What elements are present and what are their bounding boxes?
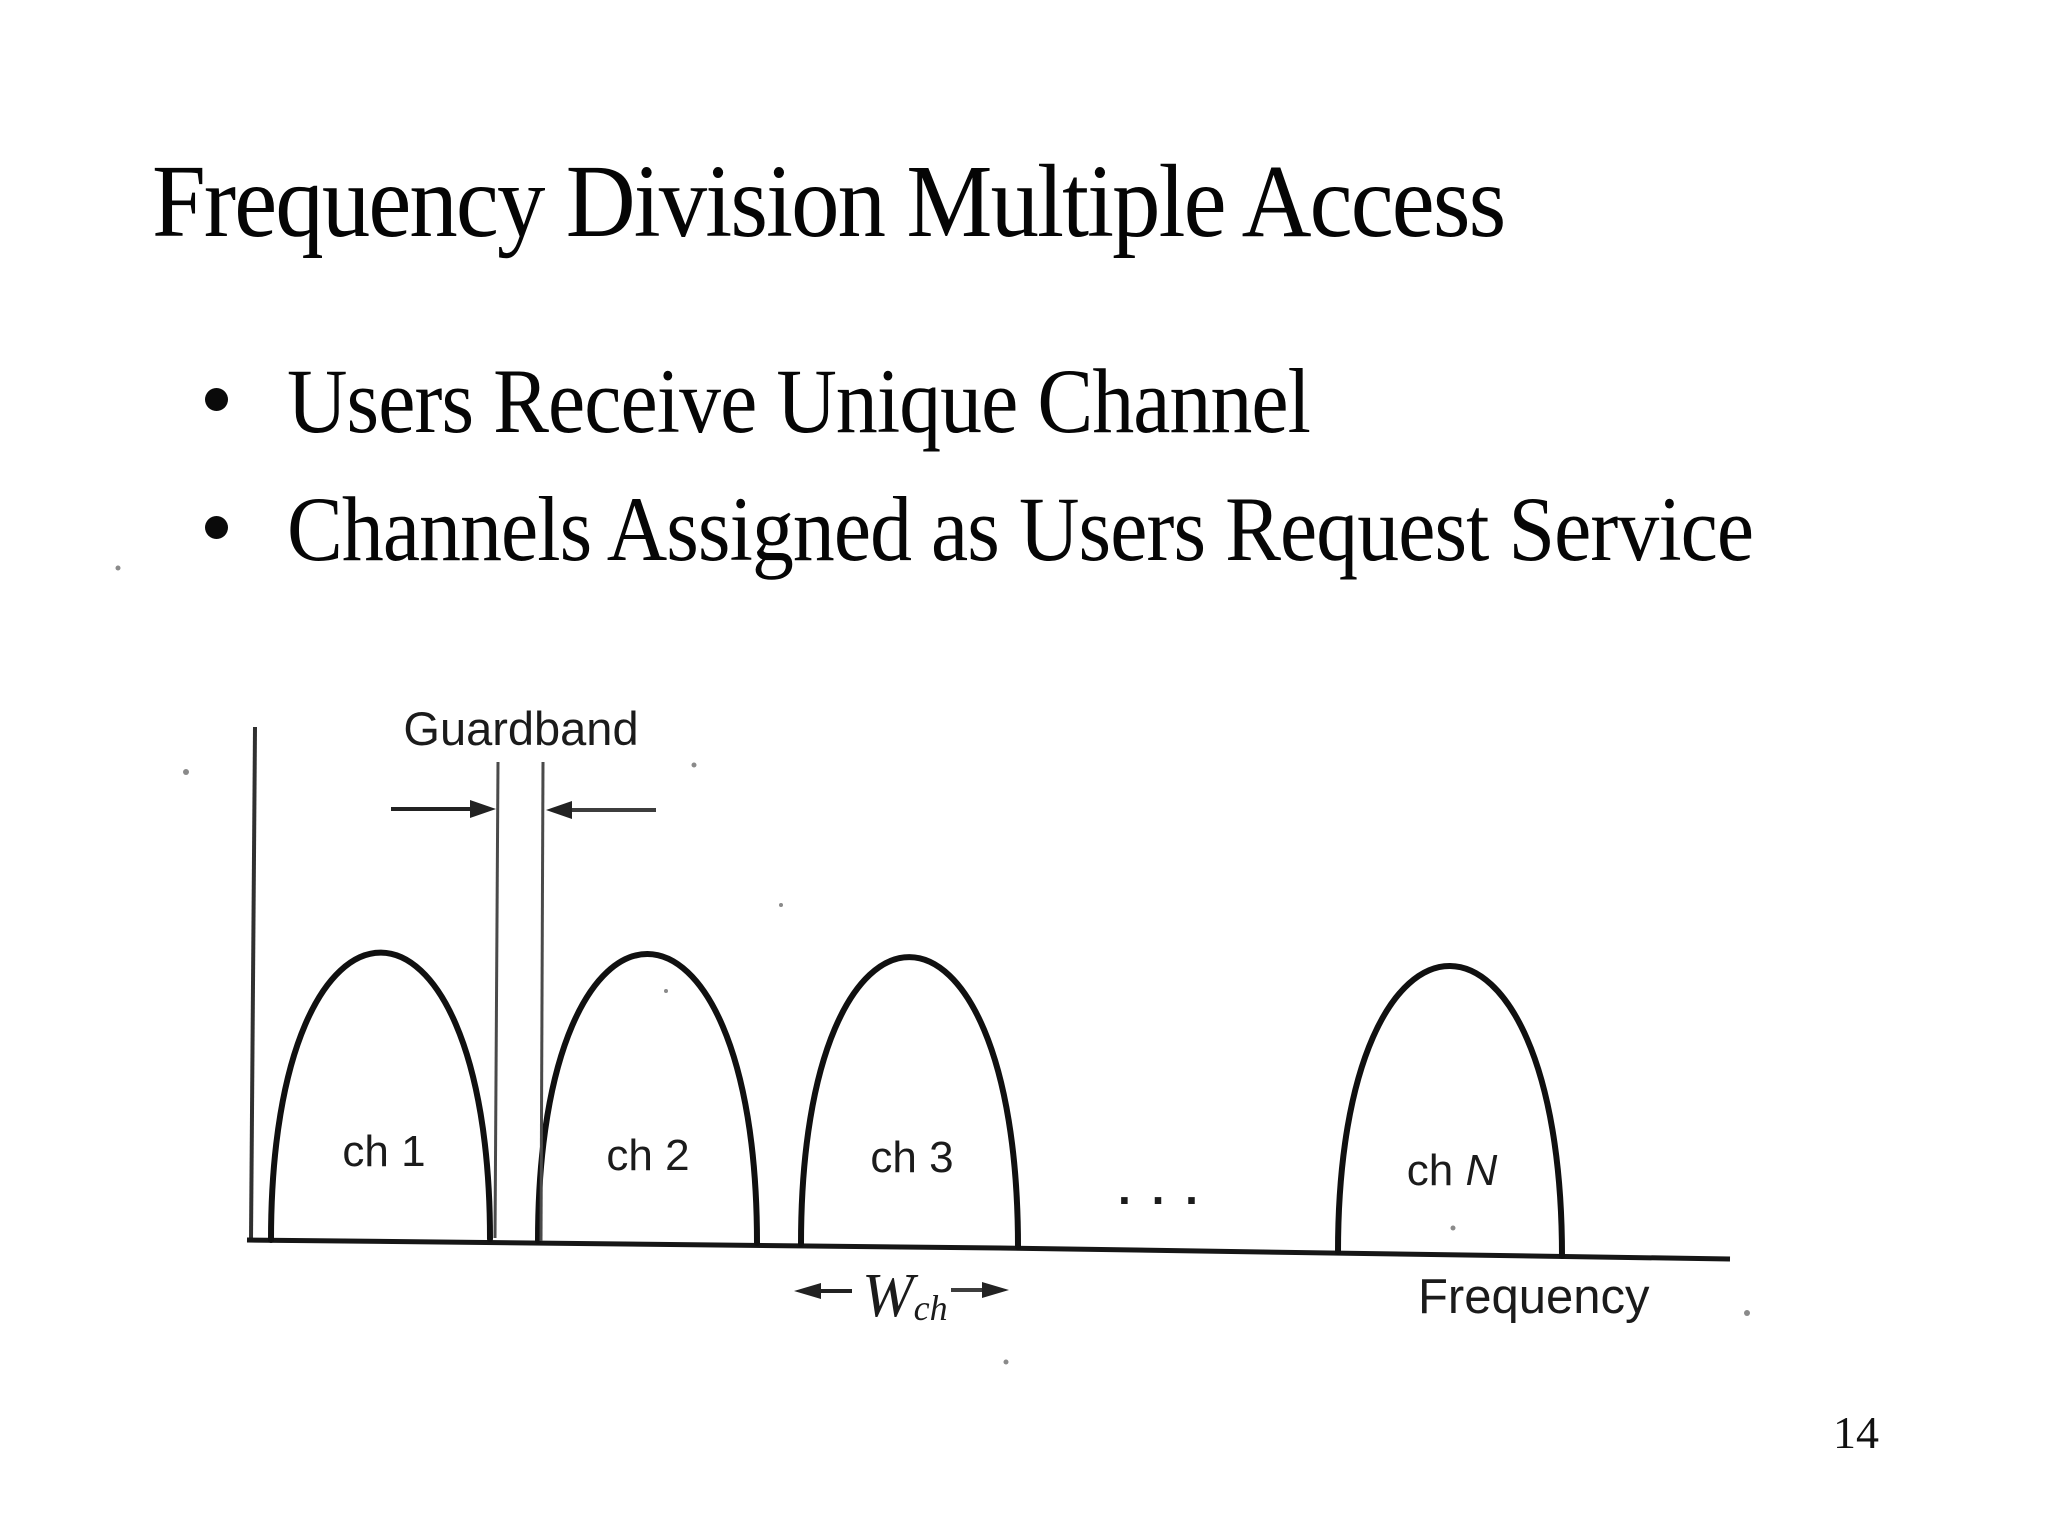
channel-width-arrow-left	[794, 1283, 852, 1299]
channel-width-arrow-right	[951, 1282, 1009, 1298]
guardband-arrow-right	[546, 801, 656, 819]
bullet-item-1: Users Receive Unique Channel	[287, 350, 1311, 452]
channel-ellipsis: . . .	[1118, 1162, 1202, 1214]
scan-specks	[115, 565, 1750, 1365]
channel-1-curve	[268, 949, 493, 1243]
frequency-axis-line	[246, 1237, 1731, 1262]
channel-2-curve	[535, 951, 760, 1246]
channel-width-symbol: Wch	[862, 1262, 948, 1330]
y-axis-line	[249, 726, 257, 1241]
slide-title: Frequency Division Multiple Access	[152, 144, 1506, 259]
channel-width-subscript: ch	[914, 1288, 948, 1328]
channel-3-curve	[798, 954, 1021, 1250]
guardband-line-left	[493, 761, 500, 1239]
guardband-label: Guardband	[403, 702, 638, 755]
page-number: 14	[1833, 1407, 1879, 1458]
guardband-line-right	[539, 761, 545, 1242]
bullet-marker	[205, 516, 228, 539]
channel-2-label: ch 2	[606, 1131, 689, 1180]
channel-n-symbol: N	[1465, 1146, 1497, 1195]
channel-1-label: ch 1	[342, 1127, 425, 1176]
channel-n-curve	[1335, 963, 1565, 1259]
guardband-arrow-left	[391, 800, 496, 818]
channel-n-label: ch N	[1407, 1146, 1498, 1195]
bullet-item-2: Channels Assigned as Users Request Servi…	[287, 478, 1754, 580]
channel-3-label: ch 3	[870, 1133, 953, 1182]
bullet-marker	[205, 388, 228, 411]
frequency-axis-label: Frequency	[1418, 1270, 1650, 1324]
